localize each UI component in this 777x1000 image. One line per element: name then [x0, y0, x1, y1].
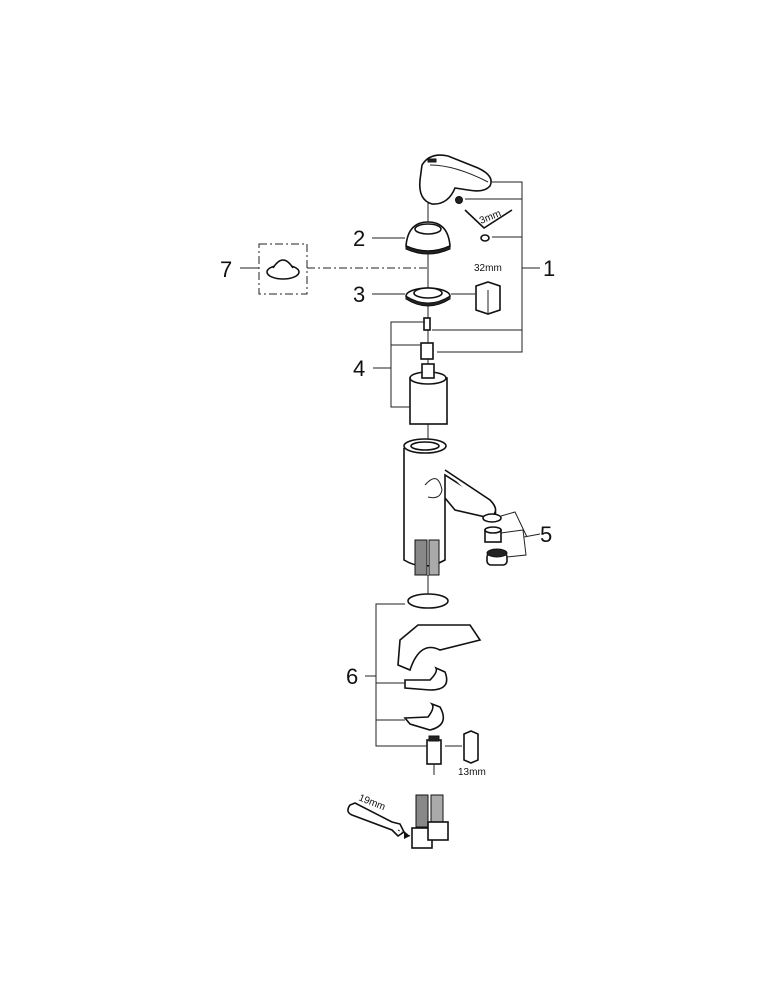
hex-socket-32-icon [475, 281, 501, 315]
callout-1: 1 [543, 256, 555, 281]
retaining-nut [405, 287, 451, 307]
cartridge [409, 363, 448, 425]
callout-7: 7 [220, 257, 232, 282]
allen-key-icon [464, 209, 513, 230]
wrench-icon [347, 802, 411, 839]
hex-socket-13-icon [463, 730, 479, 764]
callout-bracket-6 [365, 603, 427, 747]
mounting-washer [404, 666, 448, 691]
alt-part-frame [258, 243, 308, 295]
fixing-plate [403, 702, 445, 731]
alt-cover-part [266, 259, 300, 280]
lever-handle [418, 154, 492, 205]
aerator-housing [486, 548, 508, 566]
grub-screw [455, 196, 463, 204]
threaded-stud [426, 735, 442, 765]
callout-2: 2 [353, 226, 365, 251]
callout-bracket-5 [500, 511, 541, 558]
callout-bracket-1 [432, 181, 540, 353]
supply-hoses [414, 539, 440, 576]
aerator-insert [484, 526, 502, 543]
hex-socket-32-size: 32mm [474, 263, 502, 274]
hose-connectors [411, 794, 449, 849]
countertop-section [397, 624, 482, 672]
cap-plug [480, 234, 490, 242]
callout-3: 3 [353, 282, 365, 307]
cartridge-screw [423, 317, 431, 331]
callout-4: 4 [353, 356, 365, 381]
hex-socket-13-size: 13mm [458, 767, 486, 778]
dome-cover [405, 221, 451, 255]
o-ring [407, 593, 449, 609]
callout-6: 6 [346, 664, 358, 689]
callout-bracket-4 [373, 321, 425, 408]
adapter [420, 342, 434, 360]
aerator-washer [482, 513, 502, 523]
callout-5: 5 [540, 522, 552, 547]
